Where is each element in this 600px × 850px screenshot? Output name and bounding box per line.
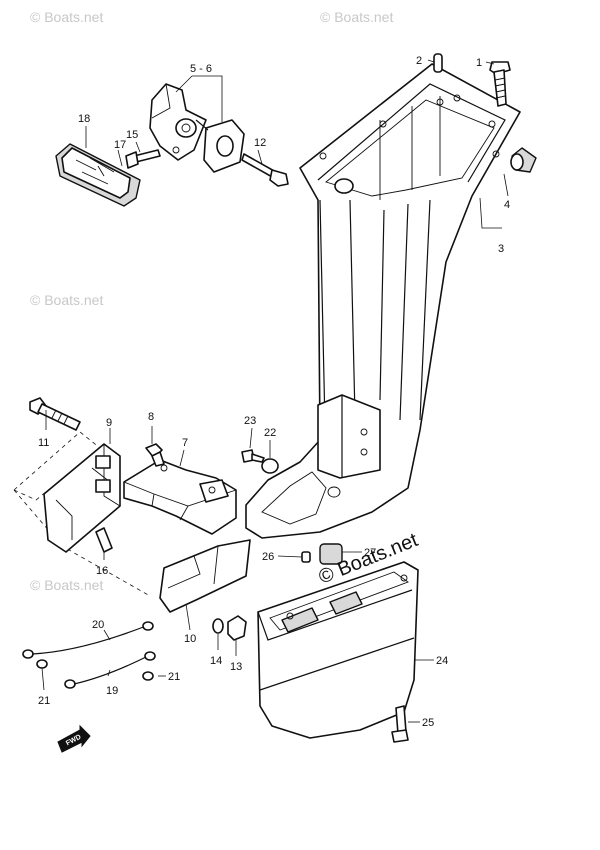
driveshaft-housing (245, 63, 521, 539)
callout-numbers: 1 2 3 4 5 - 6 7 8 9 10 11 12 13 14 15 16… (38, 55, 510, 729)
callout-11: 11 (38, 437, 49, 449)
lower-cover-part-24 (257, 561, 419, 739)
washer-part-14 (212, 618, 224, 634)
watermark-5: © Boats.net (30, 577, 103, 593)
callout-2: 2 (416, 55, 422, 67)
dowel-pin-part-2 (433, 53, 443, 73)
callout-16: 16 (96, 565, 108, 577)
bolt-part-1 (489, 61, 511, 107)
callout-21-right: 21 (168, 671, 180, 683)
screw-part-21-a (36, 659, 48, 669)
callout-15: 15 (126, 129, 138, 141)
pin-part-16 (95, 527, 113, 553)
callout-19: 19 (106, 685, 118, 697)
bracket-part-10 (159, 539, 251, 613)
bolt-part-11 (29, 397, 81, 431)
watermark-2: © Boats.net (320, 9, 393, 25)
callout-24: 24 (436, 655, 448, 667)
nut-part-13 (227, 615, 247, 641)
callout-18: 18 (78, 113, 90, 125)
callout-12: 12 (254, 137, 266, 149)
callout-26: 26 (262, 551, 274, 563)
watermark-3: © Boats.net (30, 292, 103, 308)
cap-part-27 (319, 543, 343, 565)
callout-4: 4 (504, 199, 510, 211)
grommet-part-4 (510, 147, 537, 173)
bolt-part-25 (391, 705, 409, 743)
bracket-part-7 (123, 459, 237, 535)
callout-1: 1 (476, 57, 482, 69)
callout-21-left: 21 (38, 695, 50, 707)
callout-22: 22 (264, 427, 276, 439)
callout-23: 23 (244, 415, 256, 427)
rubber-mount-part-18 (55, 143, 141, 207)
bolt-part-23 (241, 449, 265, 463)
callout-25: 25 (422, 717, 434, 729)
pin-part-26 (301, 551, 311, 563)
callout-9: 9 (106, 417, 112, 429)
callout-27: 27 (364, 547, 376, 559)
forward-arrow-icon: FWD (57, 724, 91, 753)
bolt-part-8 (145, 443, 165, 467)
callout-10: 10 (184, 633, 196, 645)
bolt-part-12 (241, 153, 289, 187)
ground-lead-part-19 (64, 651, 156, 689)
watermark-1: © Boats.net (30, 9, 103, 25)
callout-14: 14 (210, 655, 222, 667)
mount-bracket-part-9 (13, 431, 151, 597)
callout-7: 7 (182, 437, 188, 449)
bolt-part-15 (125, 149, 161, 169)
collar-part-22 (261, 458, 279, 474)
callout-13: 13 (230, 661, 242, 673)
leader-lines (41, 59, 509, 723)
callout-3: 3 (498, 243, 504, 255)
bracket-part-5-6 (149, 83, 245, 173)
callout-5-6: 5 - 6 (190, 63, 212, 75)
callout-20: 20 (92, 619, 104, 631)
screw-part-21-b (142, 671, 154, 681)
callout-8: 8 (148, 411, 154, 423)
ground-lead-part-20 (22, 621, 154, 659)
callout-17: 17 (114, 139, 126, 151)
